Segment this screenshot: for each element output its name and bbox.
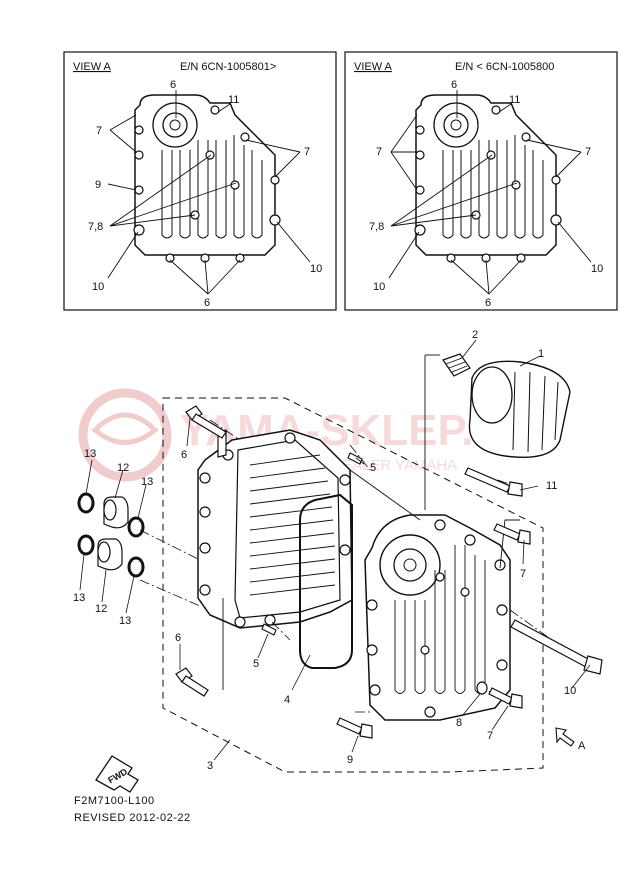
engine-number-label: E/N < 6CN-1005800 [455,61,554,73]
bolt-6-top [185,405,227,439]
part-label-4: 4 [284,694,290,706]
washer-8 [476,681,488,695]
view-a-arrow-label: A [578,740,586,752]
part-label-13-d: 13 [119,615,131,627]
bolt-7-upper [493,523,531,545]
part-label-7-lower: 7 [487,730,493,742]
callout-9: 9 [95,179,101,191]
callout-11: 11 [509,94,520,106]
engine-number-label: E/N 6CN-1005801> [180,61,276,73]
part-label-13-a: 13 [84,448,96,460]
revision-date: REVISED 2012-02-22 [74,812,191,824]
callout-6-bottom: 6 [204,297,210,309]
o-ring-13-d [127,556,145,578]
view-a-arrow: A [555,727,586,752]
part-label-1: 1 [538,348,544,360]
callout-6-top: 6 [170,79,176,91]
bolt-7-lower [488,687,523,709]
callout-10-left: 10 [92,281,104,293]
callout-7-8: 7,8 [88,221,103,233]
callout-7-left: 7 [96,125,102,137]
part-label-5-top: 5 [370,462,376,474]
part-label-5-bottom: 5 [253,658,259,670]
callout-7-right: 7 [304,146,310,158]
callout-7-left: 7 [376,146,382,158]
oil-cooler-body [197,429,353,629]
part-label-8: 8 [456,717,462,729]
view-a-box-old: VIEW A E/N < 6CN-1005800 [344,51,618,311]
bolt-10 [510,619,603,675]
o-ring-13-b [127,516,145,538]
sleeve-12-b [97,538,123,571]
oil-filter [468,360,571,458]
part-label-6-bottom: 6 [175,632,181,644]
part-label-3: 3 [207,760,213,772]
view-label: VIEW A [73,61,112,73]
dowel-pin-lower [261,623,277,636]
part-label-12-b: 12 [95,603,107,615]
part-label-7-upper: 7 [520,568,526,580]
callout-7-8: 7,8 [369,221,384,233]
callout-11: 11 [228,94,239,106]
diagram-code: F2M7100-L100 [74,795,155,807]
callout-7-right: 7 [585,146,591,158]
cover-drawing [133,94,281,263]
outer-cover [364,514,511,721]
callout-10-left: 10 [373,281,385,293]
view-a-box-new: VIEW A E/N 6CN-1005801> [63,51,337,311]
sleeve-12-a [103,496,129,529]
o-ring-13-c [77,534,95,556]
bolt-11 [464,467,523,497]
part-label-13-b: 13 [141,476,153,488]
bolt-9 [336,717,373,739]
callout-6-top: 6 [451,79,457,91]
callout-10-right: 10 [310,263,322,275]
main-exploded-view: 1 2 6 5 11 13 12 13 7 13 12 13 6 5 4 10 … [73,329,603,793]
fwd-arrow-icon: FWD [95,755,139,793]
bolt-6-bottom [175,667,209,697]
gasket [299,493,353,669]
part-label-9: 9 [347,754,353,766]
callout-6-bottom: 6 [485,297,491,309]
callout-10-right: 10 [591,263,603,275]
view-label: VIEW A [354,61,393,73]
dowel-pin-upper [347,452,363,465]
assembly-outline [162,397,544,773]
part-label-6-top: 6 [181,449,187,461]
part-label-13-c: 13 [73,592,85,604]
part-label-11: 11 [546,480,557,492]
part-label-2: 2 [472,329,478,341]
o-ring-13-a [77,492,95,514]
cover-drawing [414,94,562,263]
stud-bolt [442,353,471,377]
part-label-10: 10 [564,685,576,697]
part-label-12-a: 12 [117,462,129,474]
